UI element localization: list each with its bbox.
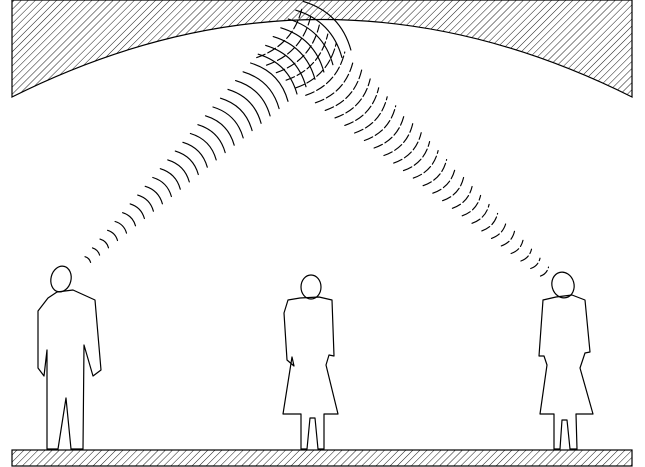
middle-head: [301, 275, 321, 299]
wave-front-down-25: [492, 222, 507, 238]
wave-front-down-13: [374, 115, 404, 148]
wave-front-up-8: [138, 195, 154, 211]
speaker-person: [38, 264, 101, 449]
wave-front-up-1: [85, 257, 91, 263]
wave-front-up-7: [130, 204, 144, 219]
wave-front-down-24: [482, 213, 498, 231]
middle-person: [283, 275, 338, 449]
wave-front-down-29: [531, 258, 540, 268]
wave-front-up-22: [243, 72, 279, 109]
listener-person: [539, 269, 593, 449]
wave-front-down-18: [423, 160, 447, 186]
middle-body: [283, 297, 338, 449]
listener-body: [539, 295, 593, 449]
wave-front-down-21: [452, 187, 472, 209]
wave-front-down-26: [501, 231, 514, 246]
wave-front-down-30: [541, 267, 549, 276]
wave-front-down-12: [364, 106, 395, 141]
wave-front-up-4: [108, 230, 118, 240]
wave-front-up-14: [183, 142, 207, 167]
sound-waves-down: [257, 7, 549, 276]
wave-front-down-28: [521, 249, 532, 261]
wave-front-up-19: [221, 98, 253, 130]
wave-front-up-18: [213, 107, 243, 138]
wave-front-down-17: [413, 151, 438, 179]
wave-front-up-11: [160, 169, 180, 190]
wave-front-up-3: [100, 239, 109, 248]
wave-front-up-2: [93, 248, 100, 255]
wave-front-down-19: [433, 169, 455, 194]
wave-front-up-13: [175, 151, 198, 174]
wave-front-down-5: [296, 43, 336, 88]
floor: [12, 450, 632, 466]
wave-front-up-27: [281, 28, 324, 72]
wave-front-up-26: [273, 37, 315, 80]
wave-front-down-20: [443, 178, 464, 201]
vaulted-ceiling: [12, 0, 632, 97]
wave-front-up-5: [115, 222, 126, 234]
wave-front-down-27: [511, 240, 523, 253]
wave-front-up-12: [168, 160, 190, 182]
speaker-head: [48, 264, 74, 294]
wave-front-down-9: [335, 79, 370, 118]
speaker-body: [38, 290, 101, 449]
wave-front-up-6: [123, 213, 136, 226]
wave-front-up-15: [190, 134, 216, 160]
wave-front-up-10: [153, 178, 172, 197]
wave-front-down-22: [462, 195, 480, 215]
